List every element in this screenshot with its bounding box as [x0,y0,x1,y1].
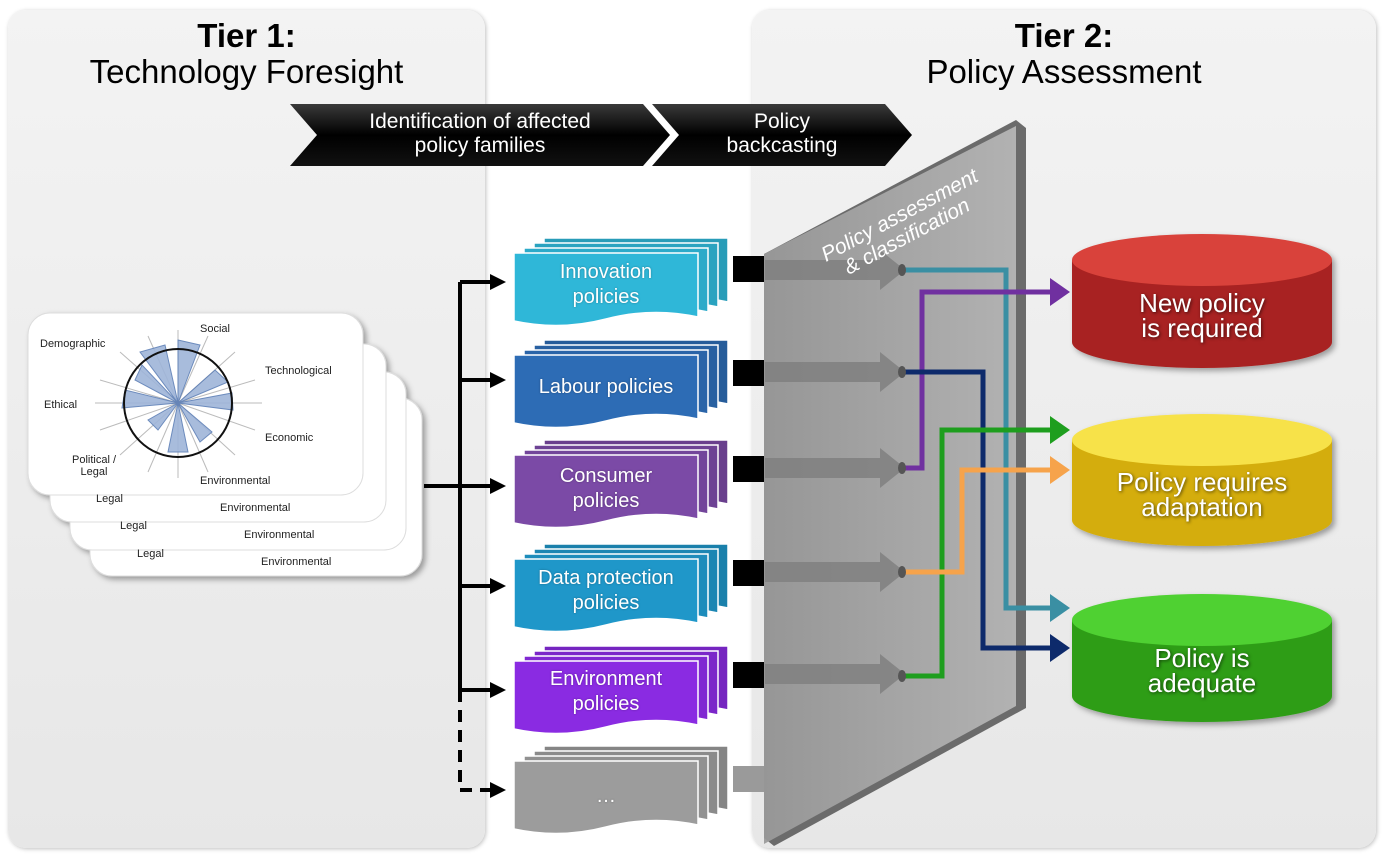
route-green [902,427,1050,679]
step-chevron-2 [652,104,912,166]
tier2-title-sub: Policy Assessment [926,53,1202,90]
policy-data-line1: Data protection [538,567,674,589]
policy-label-consumer: Consumer policies [515,464,697,514]
cylinder-adaptation [1072,414,1332,546]
outcome-label-new-policy: New policy is required [1072,288,1332,343]
step-label-2-line1: Policy [753,110,811,133]
policy-stack-more [513,745,729,835]
tier1-title-sub: Technology Foresight [89,53,404,90]
outcome-label-adaptation: Policy requires adaptation [1072,467,1332,522]
tier1-title-bold: Tier 1: [197,17,296,54]
route-purple [902,289,1050,471]
policy-label-innovation: Innovation policies [515,260,697,310]
policy-stack-innovation [513,237,729,327]
policy-label-data-protection: Data protection policies [515,566,697,616]
policy-label-labour: Labour policies [515,375,697,400]
policy-innovation-line1: Innovation [559,261,653,283]
radar-card-stack [27,312,423,577]
policy-consumer-line1: Consumer [559,465,653,487]
step-label-2-line2: backcasting [726,134,838,157]
cylinder-new-policy [1072,234,1332,368]
policy-connectors [424,274,506,798]
policy-stack-environment [513,645,729,735]
step-label-1: Identification of affected policy famili… [320,110,640,158]
policy-card-layer [513,252,699,327]
step-label-1-line2: policy families [414,134,546,157]
policy-stack-consumer [513,439,729,529]
radar-label-political-legal: Political / Legal [66,454,122,478]
back-card-label-legal-2: Legal [120,520,147,532]
policy-environment-line2: policies [572,693,640,715]
outcome-adequate-line1: Policy is [1154,643,1250,673]
policy-label-environment: Environment policies [515,667,697,717]
tier2-title: Tier 2: Policy Assessment [752,18,1376,90]
policy-card-layer [513,660,699,735]
radar-label-social: Social [200,323,230,335]
outcome-label-adequate: Policy is adequate [1072,643,1332,698]
policy-card-layer [513,454,699,529]
policy-more-line1: … [596,785,616,807]
radar-label-technological: Technological [265,365,332,377]
route-navy [902,369,1050,651]
route-dots [898,264,906,682]
policy-labour-line1: Labour policies [538,376,674,398]
tier1-title: Tier 1: Technology Foresight [8,18,485,90]
policy-innovation-line2: policies [572,286,640,308]
policy-data-line2: policies [572,592,640,614]
policy-stack-data-protection [513,543,729,633]
outcome-new-line1: New policy [1139,288,1265,318]
outcome-cylinders [1072,234,1332,722]
back-card-label-legal-3: Legal [137,548,164,560]
wall-arrows [765,250,905,694]
back-card-label-legal-1: Legal [96,493,123,505]
policy-consumer-line2: policies [572,490,640,512]
step-chevron-1 [290,104,670,166]
radar-label-environmental: Environmental [200,475,271,487]
step-label-1-line1: Identification of affected [369,110,591,133]
radar-label-political: Political / [71,454,117,466]
outcome-new-line2: is required [1141,313,1263,343]
card-wall-tabs [733,256,765,792]
back-card-label-env-3: Environmental [261,556,332,568]
policy-environment-line1: Environment [549,668,663,690]
policy-card-layer [513,760,699,835]
cylinder-adequate [1072,594,1332,722]
radar-label-demographic: Demographic [40,338,106,350]
step-label-2: Policy backcasting [682,110,882,158]
policy-card-layer [513,354,699,429]
back-card-label-env-2: Environmental [244,529,315,541]
radar-label-legal: Legal [80,466,108,478]
route-teal [902,267,1050,611]
back-card-label-env-1: Environmental [220,502,291,514]
outcome-adequate-line2: adequate [1147,668,1257,698]
outcome-adapt-line1: Policy requires [1116,467,1288,497]
policy-card-group [513,237,729,835]
radar-label-ethical: Ethical [44,399,78,411]
outcome-adapt-line2: adaptation [1141,492,1263,522]
radar-label-economic: Economic [265,432,314,444]
policy-stack-labour [513,339,729,429]
policy-card-layer [513,558,699,633]
route-orange [902,467,1050,575]
tier2-title-bold: Tier 2: [1014,17,1114,54]
radar-chart [95,330,262,478]
routing-arrows [902,267,1070,679]
policy-label-more: … [515,784,697,809]
